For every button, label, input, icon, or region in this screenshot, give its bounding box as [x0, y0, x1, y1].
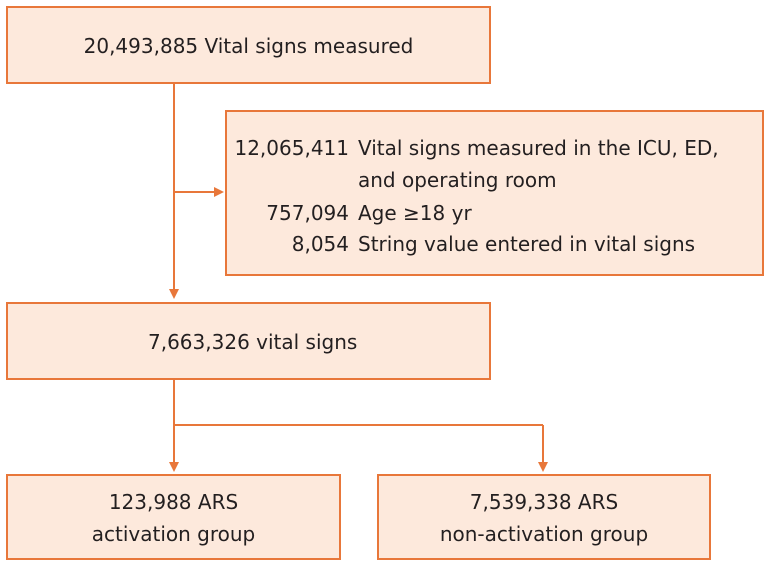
- excluded-count-2: 757,094: [266, 201, 349, 225]
- excluded-label-1-cont: and operating room: [358, 168, 557, 192]
- activation-group-box: 123,988 ARS activation group: [6, 474, 341, 560]
- excluded-label-1: Vital signs measured in the ICU, ED,: [358, 136, 719, 160]
- included-label: 7,663,326 vital signs: [148, 330, 358, 354]
- excluded-count-3: 8,054: [291, 232, 349, 256]
- excluded-label-2: Age ≥18 yr: [358, 201, 472, 225]
- included-box: 7,663,326 vital signs: [6, 302, 491, 380]
- excluded-box: 12,065,411 Vital signs measured in the I…: [225, 110, 764, 276]
- non-activation-label: non-activation group: [439, 522, 649, 546]
- activation-count: 123,988 ARS: [108, 490, 239, 514]
- activation-label: activation group: [91, 522, 256, 546]
- total-vital-signs-label: 20,493,885 Vital signs measured: [83, 34, 414, 58]
- excluded-label-3: String value entered in vital signs: [358, 232, 696, 256]
- total-vital-signs-box: 20,493,885 Vital signs measured: [6, 6, 491, 84]
- non-activation-group-box: 7,539,338 ARS non-activation group: [377, 474, 711, 560]
- non-activation-count: 7,539,338 ARS: [469, 490, 619, 514]
- excluded-count-1: 12,065,411: [234, 136, 349, 160]
